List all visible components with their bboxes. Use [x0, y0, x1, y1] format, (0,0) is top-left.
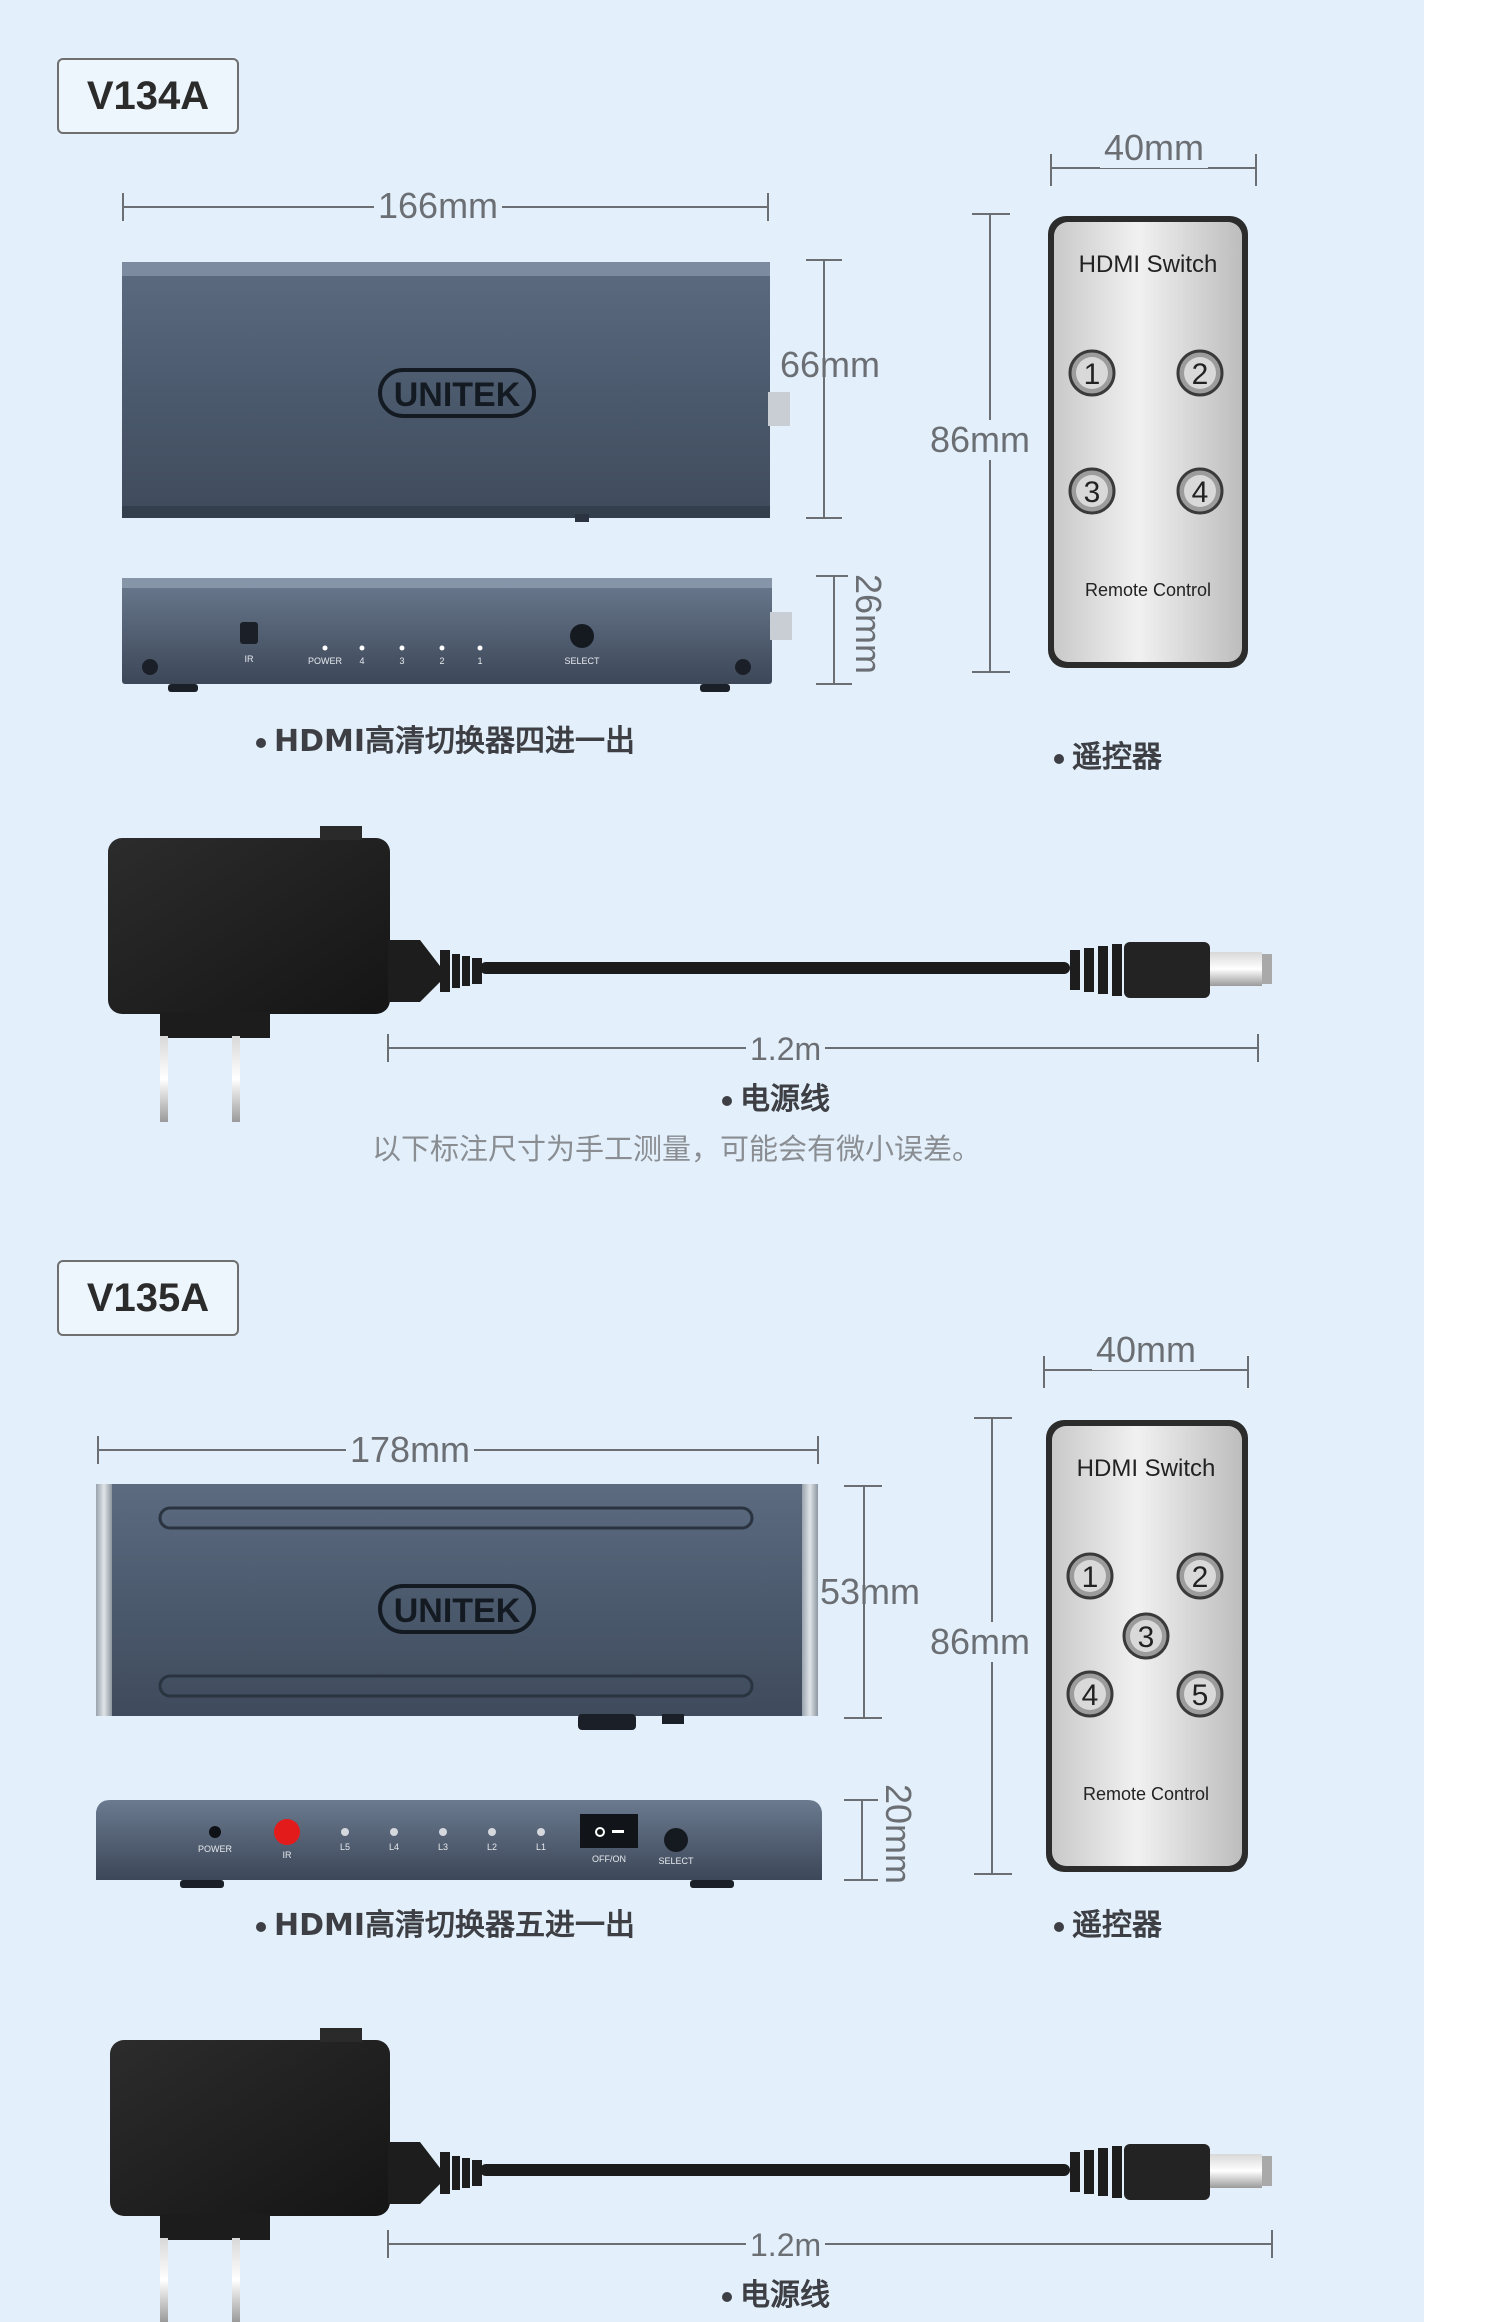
remote-button-2-4: 4	[1082, 1679, 1099, 1712]
cable-length-line-2	[387, 2230, 1273, 2258]
remote-button-2-2: 2	[1192, 1561, 1209, 1594]
svg-text:UNITEK: UNITEK	[394, 376, 521, 414]
switch-caption-2: HDMI高清切换器五进一出	[256, 1900, 635, 1944]
remote-button-1: 1	[1084, 358, 1101, 391]
brand-logo-2: UNITEK	[394, 1592, 521, 1630]
switch-top-view-1	[122, 262, 790, 522]
height-dimension-line-1	[806, 259, 842, 519]
remote-caption-2: 遥控器	[1054, 1900, 1162, 1944]
switch-width-label-1: 166mm	[374, 186, 503, 226]
cable-length-label-1: 1.2m	[746, 1029, 826, 1069]
remote-width-label-1: 40mm	[1100, 128, 1209, 168]
model-label-v134a: V134A	[57, 58, 239, 134]
front-label-l5: L5	[340, 1842, 350, 1852]
switch-width-label-2: 178mm	[346, 1430, 475, 1470]
remote-height-label-1: 86mm	[926, 420, 1035, 460]
switch-front-view-1	[122, 578, 792, 692]
remote-control-2	[1046, 1420, 1248, 1872]
height-dimension-line-2	[844, 1485, 882, 1719]
switch-height-label-2: 53mm	[820, 1571, 921, 1612]
remote-title-2: HDMI Switch	[1077, 1455, 1216, 1482]
measurement-note: 以下标注尺寸为手工测量，可能会有微小误差。	[372, 1132, 982, 1166]
cable-caption-1: 电源线	[722, 1074, 830, 1118]
remote-control-1	[1048, 216, 1248, 668]
front-label-ir-2: IR	[283, 1850, 293, 1860]
power-adapter-1	[108, 826, 1272, 1122]
front-label-2: 2	[439, 656, 444, 666]
switch-caption-1: HDMI高清切换器四进一出	[256, 716, 635, 760]
cable-length-label-2: 1.2m	[746, 2225, 826, 2265]
thickness-dimension-line-2	[844, 1799, 880, 1881]
remote-width-line-1	[1050, 154, 1257, 186]
switch-front-view-2	[96, 1800, 822, 1888]
remote-width-label-2: 40mm	[1092, 1330, 1201, 1370]
front-label-offon: OFF/ON	[592, 1854, 626, 1864]
svg-text:UNITEK: UNITEK	[394, 1592, 521, 1630]
brand-logo-1: UNITEK	[394, 376, 521, 414]
front-label-select: SELECT	[564, 656, 600, 666]
front-label-l4: L4	[389, 1842, 399, 1852]
remote-button-4: 4	[1192, 476, 1209, 509]
remote-title-1: HDMI Switch	[1079, 251, 1218, 278]
remote-button-2-3: 3	[1138, 1621, 1155, 1654]
remote-button-3: 3	[1084, 476, 1101, 509]
front-label-1: 1	[477, 656, 482, 666]
front-label-l2: L2	[487, 1842, 497, 1852]
remote-footer-2: Remote Control	[1083, 1784, 1209, 1804]
front-label-l1: L1	[536, 1842, 546, 1852]
front-label-4: 4	[359, 656, 364, 666]
front-label-power-2: POWER	[198, 1844, 233, 1854]
switch-thickness-label-1: 26mm	[848, 570, 889, 679]
front-label-select-2: SELECT	[658, 1856, 694, 1866]
remote-button-2: 2	[1192, 358, 1209, 391]
remote-footer-1: Remote Control	[1085, 580, 1211, 600]
front-label-3: 3	[399, 656, 404, 666]
remote-button-2-5: 5	[1192, 1679, 1209, 1712]
switch-top-view-2	[96, 1484, 818, 1730]
power-adapter-2	[110, 2028, 1272, 2322]
remote-button-2-1: 1	[1082, 1561, 1099, 1594]
remote-height-label-2: 86mm	[926, 1622, 1035, 1662]
model-label-v135a: V135A	[57, 1260, 239, 1336]
front-label-ir: IR	[245, 654, 255, 664]
front-label-power: POWER	[308, 656, 343, 666]
switch-thickness-label-2: 20mm	[878, 1780, 919, 1889]
remote-caption-1: 遥控器	[1054, 732, 1162, 776]
thickness-dimension-line-1	[816, 575, 852, 685]
remote-width-line-2	[1043, 1356, 1249, 1388]
front-label-l3: L3	[438, 1842, 448, 1852]
switch-height-label-1: 66mm	[780, 344, 881, 385]
cable-caption-2: 电源线	[722, 2270, 830, 2314]
